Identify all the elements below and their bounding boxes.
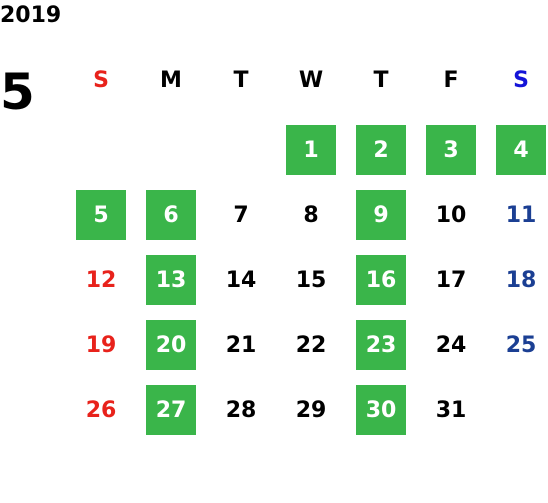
day-cell[interactable]: 28 [225, 397, 257, 423]
day-cell[interactable]: 31 [435, 397, 467, 423]
weekday-header-fri: F [443, 67, 459, 93]
day-cell[interactable]: 9 [356, 190, 406, 240]
day-cell[interactable]: 8 [303, 202, 319, 228]
weekday-header-thu: T [373, 67, 389, 93]
day-cell[interactable]: 16 [356, 255, 406, 305]
day-cell[interactable]: 24 [435, 332, 467, 358]
day-cell[interactable]: 14 [225, 267, 257, 293]
day-cell[interactable]: 15 [295, 267, 327, 293]
weekday-header-wed: W [298, 67, 324, 93]
day-cell[interactable]: 12 [85, 267, 117, 293]
day-cell[interactable]: 27 [146, 385, 196, 435]
day-cell[interactable]: 29 [295, 397, 327, 423]
day-cell[interactable]: 21 [225, 332, 257, 358]
year-label: 2019 [0, 3, 62, 28]
weekday-header-sat: S [513, 67, 529, 93]
weekday-header-mon: M [160, 67, 182, 93]
day-cell[interactable]: 7 [233, 202, 249, 228]
day-cell[interactable]: 5 [76, 190, 126, 240]
day-cell[interactable]: 17 [435, 267, 467, 293]
day-cell[interactable]: 23 [356, 320, 406, 370]
day-cell[interactable]: 19 [85, 332, 117, 358]
day-cell[interactable]: 4 [496, 125, 546, 175]
day-cell[interactable]: 3 [426, 125, 476, 175]
month-label: 5 [0, 63, 35, 121]
day-cell[interactable]: 1 [286, 125, 336, 175]
day-cell[interactable]: 18 [505, 267, 537, 293]
day-cell[interactable]: 11 [505, 202, 537, 228]
day-cell[interactable]: 20 [146, 320, 196, 370]
day-cell[interactable]: 25 [505, 332, 537, 358]
weekday-header-tue: T [233, 67, 249, 93]
day-cell[interactable]: 13 [146, 255, 196, 305]
weekday-header-sun: S [93, 67, 109, 93]
day-cell[interactable]: 6 [146, 190, 196, 240]
day-cell[interactable]: 22 [295, 332, 327, 358]
day-cell[interactable]: 10 [435, 202, 467, 228]
day-cell[interactable]: 2 [356, 125, 406, 175]
day-cell[interactable]: 30 [356, 385, 406, 435]
day-cell[interactable]: 26 [85, 397, 117, 423]
